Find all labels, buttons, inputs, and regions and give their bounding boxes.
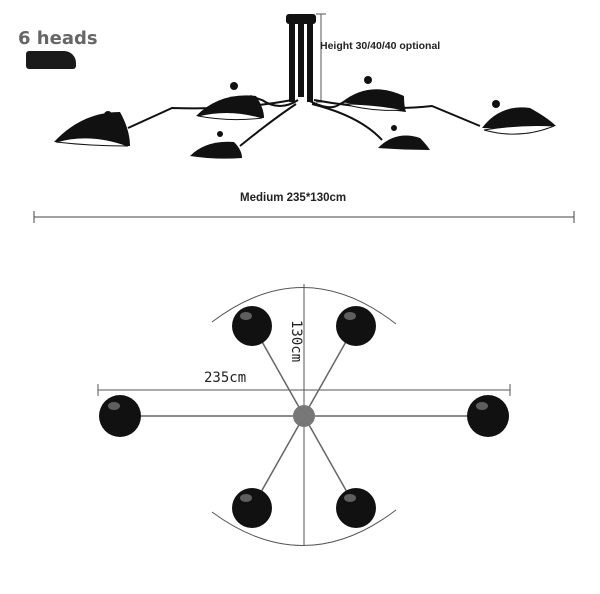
lamp-shade-left-inner (190, 131, 242, 159)
lamp-shade-left-outer (54, 111, 130, 147)
size-label: Medium 235*130cm (240, 192, 347, 204)
ceiling-canopy (286, 14, 316, 102)
height-dimension (316, 13, 326, 103)
plan-height-label: 130cm (288, 320, 304, 363)
lamp-head-right (467, 395, 509, 437)
plan-width-label: 235cm (204, 370, 247, 386)
lamp-head-bottom-left (232, 488, 272, 528)
lamp-shade-right-mid (342, 76, 406, 112)
lamp-shade-left-mid (196, 82, 264, 121)
lamp-shade-right-inner (378, 125, 430, 150)
badge-bar (26, 51, 76, 69)
lamp-arms (127, 95, 481, 147)
lamp-head-top-left (232, 306, 272, 346)
lamp-shade-right-outer (482, 100, 556, 135)
hub (293, 405, 315, 427)
heads-count-label: 6 heads (18, 28, 98, 49)
plan-view (97, 284, 511, 546)
lamp-head-bottom-right (336, 488, 376, 528)
lamp-head-left (99, 395, 141, 437)
lamp-head-top-right (336, 306, 376, 346)
height-option-label: Height 30/40/40 optional (320, 40, 441, 52)
width-dimension (33, 211, 575, 223)
